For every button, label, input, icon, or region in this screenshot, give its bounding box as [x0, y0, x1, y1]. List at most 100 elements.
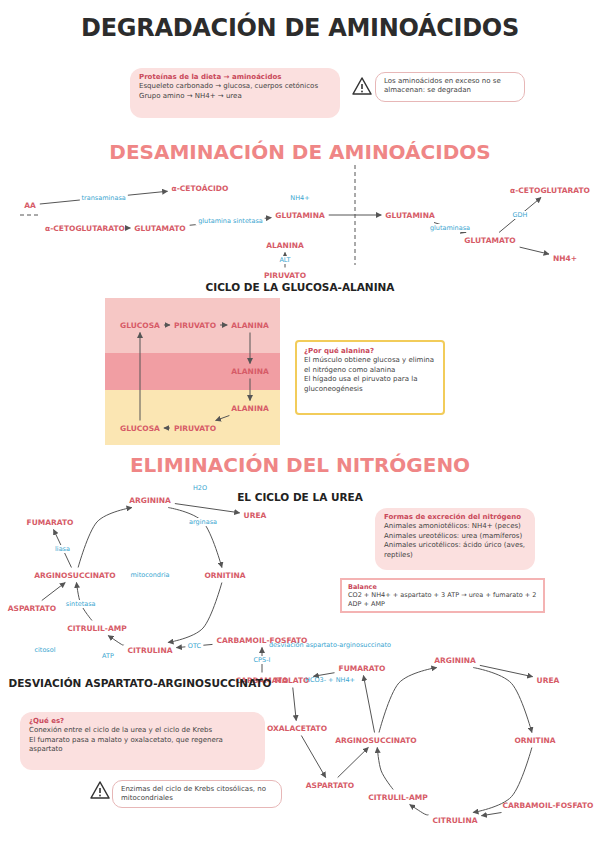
metabolite-node: FUMARATO	[25, 517, 76, 528]
node-text: GLUCOSA	[118, 423, 162, 434]
enzyme-label: ALT	[277, 256, 292, 264]
reaction-arrow	[338, 748, 369, 778]
metabolite-node: PIRUVATO	[172, 320, 218, 331]
metabolite-node: CITRULIL-AMP	[65, 623, 129, 634]
metabolite-node: PIRUVATO	[262, 270, 308, 281]
note-label: NH4+	[290, 194, 309, 202]
enzyme-label: liasa	[53, 545, 72, 553]
reaction-arrow	[329, 215, 382, 216]
muscle-band: GLUCOSA PIRUVATO ALANINA	[105, 298, 280, 353]
node-text: ORNITINA	[202, 570, 247, 581]
band-fill	[105, 298, 280, 353]
reaction-arrow	[481, 813, 501, 816]
band-fill	[105, 353, 280, 390]
node-body: Animales uricotélicos: ácido úrico (aves…	[384, 541, 526, 560]
metabolite-node: CITRULINA	[431, 815, 480, 826]
note-label: citosol	[34, 646, 55, 654]
metabolite-node: ALANINA	[229, 366, 271, 377]
enzyme-label: glutamina sintetasa	[196, 217, 265, 225]
warning-icon	[353, 78, 371, 94]
metabolite-node: AA	[22, 200, 38, 211]
reaction-arrow	[313, 673, 334, 677]
node-text: ALANINA	[264, 240, 306, 251]
reaction-arrow	[220, 325, 227, 326]
node-text: CITRULIL-AMP	[65, 623, 129, 634]
metabolite-node: α-CETOGLUTARATO	[508, 185, 592, 196]
node-body: CO2 + NH4+ + aspartato + 3 ATP → urea + …	[348, 591, 537, 608]
reaction-arrow	[140, 333, 141, 421]
node-text: Proteínas de la dieta → aminoácidos	[139, 73, 331, 82]
node-body: Esqueleto carbonado → glucosa, cuerpos c…	[139, 82, 331, 91]
warning-box: Los aminoácidos en exceso no se almacena…	[375, 72, 525, 102]
enzyme-label: GDH	[511, 211, 530, 219]
metabolite-node: ARGININA	[432, 655, 478, 666]
reaction-arrow	[108, 636, 123, 646]
node-text: CITRULIL-AMP	[366, 792, 430, 803]
reaction-arrow	[129, 228, 130, 229]
metabolite-node: ALANINA	[264, 240, 306, 251]
note-box: ¿Qué es?Conexión entre el ciclo de la ur…	[20, 712, 265, 770]
metabolite-node: GLUTAMATO	[132, 223, 187, 234]
node-text: OXALACETATO	[265, 723, 329, 734]
node-text: α-CETOÁCIDO	[170, 183, 231, 194]
reaction-arrow	[78, 508, 132, 568]
metabolite-node: UREA	[242, 510, 269, 521]
reaction-arrow	[168, 508, 222, 568]
tissue-divider	[20, 215, 40, 216]
reaction-arrow	[377, 748, 393, 790]
section-heading: ELIMINACIÓN DEL NITRÓGENO	[130, 453, 470, 477]
metabolite-node: ORNITINA	[202, 570, 247, 581]
node-body: El músculo obtiene glucosa y elimina el …	[304, 356, 436, 375]
section-heading: CICLO DE LA GLUCOSA-ALANINA	[206, 281, 395, 293]
note-label: desviación aspartato-arginosuccinato	[269, 641, 391, 649]
liver-band: ALANINAPIRUVATOGLUCOSA	[105, 390, 280, 445]
section-heading: DESVIACIÓN ASPARTATO-ARGINOSUCCINATO	[8, 677, 271, 689]
reaction-arrow	[480, 665, 533, 676]
node-text: CITRULINA	[431, 815, 480, 826]
metabolite-node: ARGINOSUCCINATO	[333, 735, 418, 746]
metabolite-node: OXALACETATO	[265, 723, 329, 734]
reaction-arrow	[175, 504, 240, 513]
metabolite-node: PIRUVATO	[172, 423, 218, 434]
node-text: ARGINOSUCCINATO	[333, 735, 418, 746]
metabolite-node: UREA	[535, 675, 562, 686]
node-text: PIRUVATO	[172, 320, 218, 331]
node-text: UREA	[535, 675, 562, 686]
enzyme-label: CPS-I	[252, 656, 273, 664]
node-text: Formas de excreción del nitrógeno	[384, 513, 526, 522]
node-text: α-CETOGLUTARATO	[508, 185, 592, 196]
node-body: El fumarato pasa a malato y oxalacetato,…	[29, 736, 256, 755]
node-text: Balance	[348, 583, 537, 591]
node-text: GLUTAMINA	[273, 210, 326, 221]
reaction-arrow	[42, 583, 65, 601]
node-text: ORNITINA	[512, 735, 557, 746]
reaction-arrow	[40, 191, 168, 204]
section-heading: EL CICLO DE LA UREA	[237, 491, 363, 503]
metabolite-node: ASPARTATO	[304, 780, 357, 791]
enzyme-label: sintetasa	[64, 600, 98, 608]
note-box: ¿Por qué alanina?El músculo obtiene gluc…	[295, 340, 445, 415]
node-text: ALANINA	[229, 320, 271, 331]
reaction-arrow	[190, 218, 272, 226]
enzyme-label: glutaminasa	[428, 224, 472, 232]
node-body: Conexión entre el ciclo de la urea y el …	[29, 726, 256, 735]
node-body: Animales amoniotélicos: NH4+ (peces)	[384, 522, 526, 531]
reaction-arrow	[473, 668, 532, 733]
node-text: ALANINA	[229, 366, 271, 377]
node-text: GLUCOSA	[118, 320, 162, 331]
note-label: ATP	[102, 652, 114, 660]
node-text: Los aminoácidos en exceso no se almacena…	[384, 77, 516, 95]
metabolite-node: FUMARATO	[337, 663, 388, 674]
reaction-arrow	[293, 688, 296, 721]
note-label: mitocondria	[131, 571, 170, 579]
node-body: El hígado usa el piruvato para la glucon…	[304, 375, 436, 394]
page-title: DEGRADACIÓN DE AMINOÁCIDOS	[81, 14, 519, 42]
metabolite-node: CITRULIL-AMP	[366, 792, 430, 803]
node-text: ASPARTATO	[6, 603, 59, 614]
reaction-arrow	[499, 198, 541, 233]
reaction-arrow	[410, 805, 429, 815]
node-text: α-CETOGLUTARATO	[43, 223, 127, 234]
intro-box: Proteínas de la dieta → aminoácidosEsque…	[130, 68, 340, 118]
